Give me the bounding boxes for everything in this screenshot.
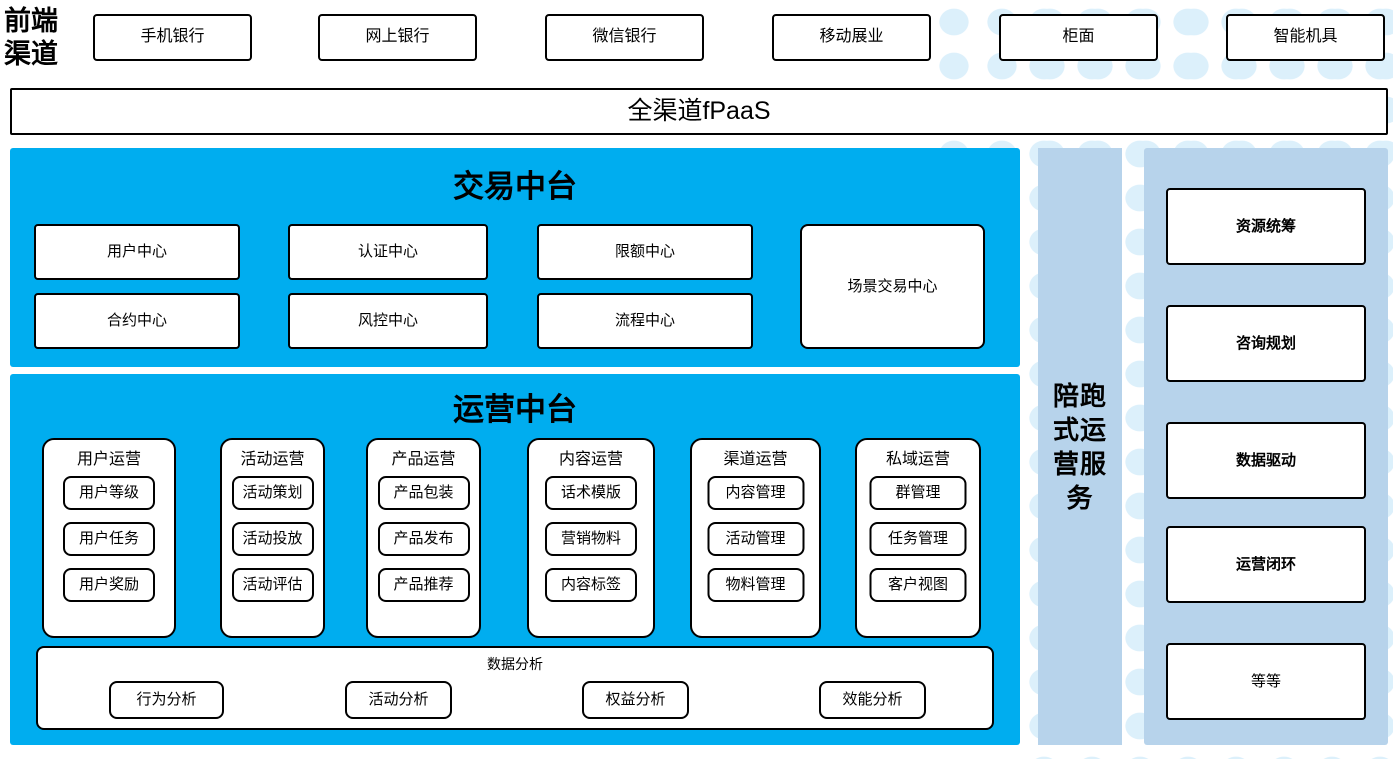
data-analysis-title: 数据分析 — [487, 656, 543, 672]
accompanying-service-strip: 陪跑 式运 营服 务 — [1038, 148, 1122, 745]
front-end-channel-label-line2: 渠道 — [4, 39, 58, 69]
omnichannel-fpaas-bar[interactable]: 全渠道fPaaS — [10, 88, 1388, 135]
ops-item-content-manage[interactable]: 内容管理 — [707, 476, 804, 510]
channel-box-counter[interactable]: 柜面 — [999, 14, 1158, 61]
ops-platform-title: 运营中台 — [453, 392, 577, 427]
svc-line-3: 营服 — [1052, 448, 1107, 479]
ops-item-group-manage[interactable]: 群管理 — [869, 476, 967, 510]
ops-item-user-level[interactable]: 用户等级 — [63, 476, 155, 510]
accompanying-service-title: 陪跑 式运 营服 务 — [1038, 148, 1122, 745]
ops-item-customer-view[interactable]: 客户视图 — [869, 568, 967, 602]
ops-column-content-title: 内容运营 — [558, 451, 623, 468]
ops-item-script-template[interactable]: 话术模版 — [545, 476, 637, 510]
trade-platform-title: 交易中台 — [453, 169, 577, 204]
ops-column-user-title: 用户运营 — [76, 451, 141, 468]
ops-column-channel: 渠道运营 内容管理 活动管理 物料管理 — [690, 438, 821, 638]
svc-line-1: 陪跑 — [1052, 380, 1107, 411]
channel-box-mobile-bank[interactable]: 手机银行 — [93, 14, 252, 61]
ops-column-user: 用户运营 用户等级 用户任务 用户奖励 — [42, 438, 176, 638]
value-box-consulting-planning[interactable]: 咨询规划 — [1166, 305, 1366, 382]
ops-item-product-package[interactable]: 产品包装 — [377, 476, 470, 510]
value-box-resource-coordination[interactable]: 资源统筹 — [1166, 188, 1366, 265]
data-analysis-item-efficiency[interactable]: 效能分析 — [819, 681, 926, 719]
data-analysis-item-behavior[interactable]: 行为分析 — [109, 681, 224, 719]
channel-box-mobile-field[interactable]: 移动展业 — [772, 14, 931, 61]
ops-column-product: 产品运营 产品包装 产品发布 产品推荐 — [366, 438, 481, 638]
value-box-etc[interactable]: 等等 — [1166, 643, 1366, 720]
trade-box-auth-center[interactable]: 认证中心 — [288, 224, 488, 280]
ops-item-activity-manage[interactable]: 活动管理 — [707, 522, 804, 556]
trade-box-scenario-trade-center[interactable]: 场景交易中心 — [800, 224, 985, 349]
front-end-channel-label-line1: 前端 — [4, 6, 58, 36]
front-end-channel-label: 前端 渠道 — [4, 2, 86, 74]
trade-box-risk-center[interactable]: 风控中心 — [288, 293, 488, 349]
ops-item-material-manage[interactable]: 物料管理 — [707, 568, 804, 602]
ops-item-marketing-material[interactable]: 营销物料 — [545, 522, 637, 556]
trade-box-contract-center[interactable]: 合约中心 — [34, 293, 240, 349]
value-service-column: 资源统筹 咨询规划 数据驱动 运营闭环 等等 — [1144, 148, 1388, 745]
data-analysis-strip: 数据分析 行为分析 活动分析 权益分析 效能分析 — [36, 646, 994, 730]
ops-item-activity-plan[interactable]: 活动策划 — [231, 476, 314, 510]
ops-column-activity: 活动运营 活动策划 活动投放 活动评估 — [220, 438, 325, 638]
ops-item-content-tag[interactable]: 内容标签 — [545, 568, 637, 602]
data-analysis-item-benefit[interactable]: 权益分析 — [582, 681, 689, 719]
front-end-channel-row: 手机银行 网上银行 微信银行 移动展业 柜面 智能机具 — [93, 14, 1388, 61]
ops-column-channel-title: 渠道运营 — [723, 451, 788, 468]
ops-item-product-release[interactable]: 产品发布 — [377, 522, 470, 556]
trade-box-limit-center[interactable]: 限额中心 — [537, 224, 753, 280]
ops-item-user-task[interactable]: 用户任务 — [63, 522, 155, 556]
channel-box-online-bank[interactable]: 网上银行 — [318, 14, 477, 61]
ops-column-content: 内容运营 话术模版 营销物料 内容标签 — [527, 438, 655, 638]
trade-box-process-center[interactable]: 流程中心 — [537, 293, 753, 349]
ops-column-private-domain: 私域运营 群管理 任务管理 客户视图 — [855, 438, 981, 638]
ops-column-private-domain-title: 私域运营 — [885, 451, 950, 468]
value-box-ops-closed-loop[interactable]: 运营闭环 — [1166, 526, 1366, 603]
svc-line-4: 务 — [1066, 482, 1094, 513]
ops-item-product-recommend[interactable]: 产品推荐 — [377, 568, 470, 602]
ops-column-product-title: 产品运营 — [391, 451, 456, 468]
value-box-data-driven[interactable]: 数据驱动 — [1166, 422, 1366, 499]
channel-box-smart-machine[interactable]: 智能机具 — [1226, 14, 1385, 61]
trade-box-user-center[interactable]: 用户中心 — [34, 224, 240, 280]
ops-item-task-manage[interactable]: 任务管理 — [869, 522, 967, 556]
data-analysis-item-activity[interactable]: 活动分析 — [345, 681, 452, 719]
channel-box-wechat-bank[interactable]: 微信银行 — [545, 14, 704, 61]
ops-column-activity-title: 活动运营 — [240, 451, 305, 468]
ops-item-activity-review[interactable]: 活动评估 — [231, 568, 314, 602]
ops-item-user-reward[interactable]: 用户奖励 — [63, 568, 155, 602]
ops-item-activity-launch[interactable]: 活动投放 — [231, 522, 314, 556]
svc-line-2: 式运 — [1052, 414, 1107, 445]
